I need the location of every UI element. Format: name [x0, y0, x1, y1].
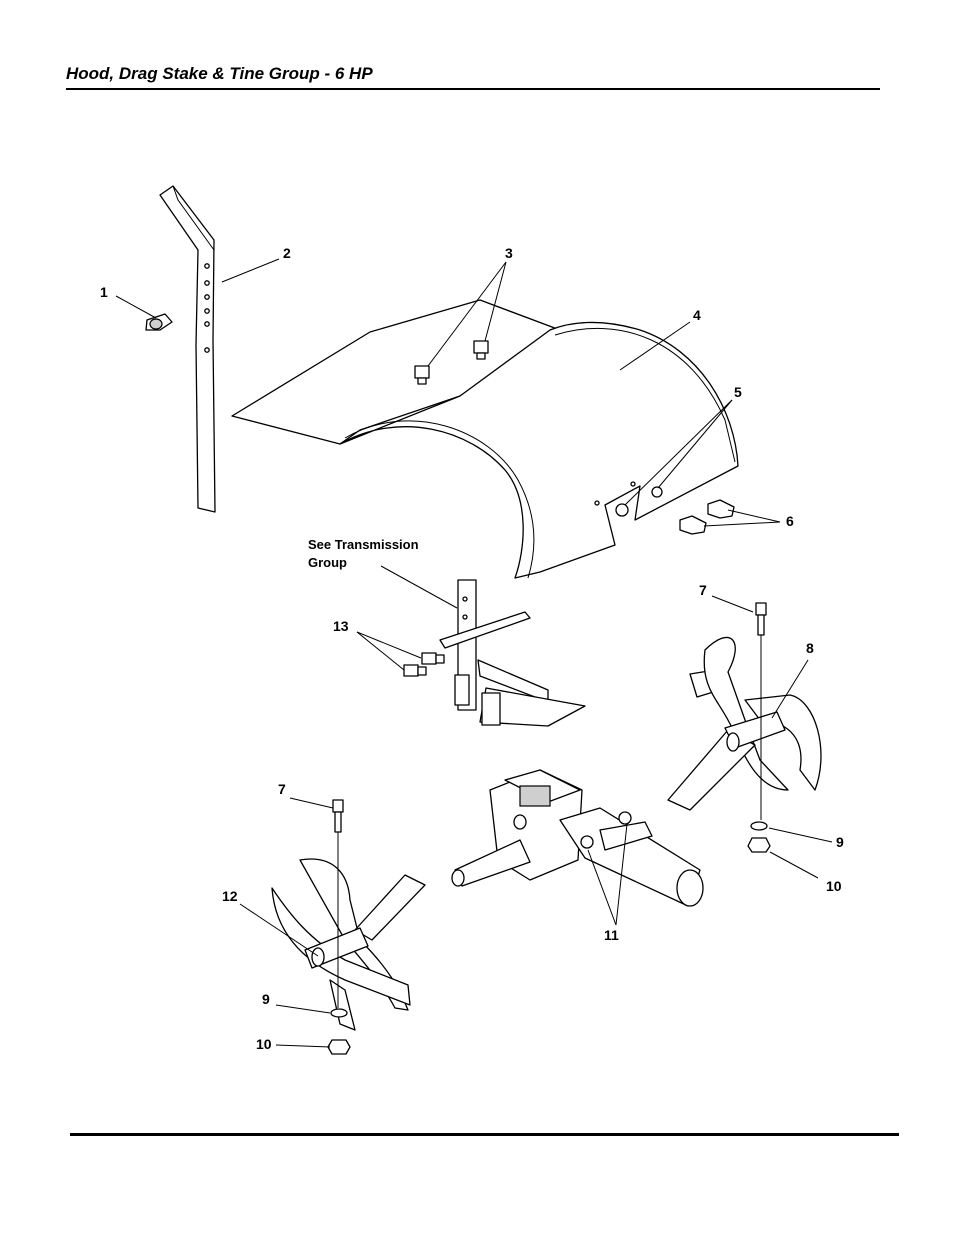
right-tine-hardware	[747, 602, 771, 853]
bracket-bolts	[403, 652, 445, 677]
callout-7-right: 7	[699, 582, 707, 598]
callout-labels: 1 2 3 4 5 6 See Transmission Group 7 8 1…	[100, 245, 844, 1052]
left-tine-hardware	[327, 799, 351, 1055]
callout-4: 4	[693, 307, 701, 323]
hood-side-bolts	[679, 499, 735, 535]
note-see-transmission: See Transmission	[308, 537, 419, 552]
gearbox-and-axle	[451, 769, 704, 907]
header-rule	[66, 88, 880, 90]
callout-7-left: 7	[278, 781, 286, 797]
callout-12: 12	[222, 888, 238, 904]
callout-2: 2	[283, 245, 291, 261]
right-tine-assembly	[667, 637, 822, 811]
footer-rule	[70, 1133, 899, 1136]
tiller-hood	[231, 299, 739, 579]
transmission-bracket	[439, 579, 586, 727]
callout-5: 5	[734, 384, 742, 400]
note-group: Group	[308, 555, 347, 570]
drag-stake	[159, 185, 216, 513]
callout-9-right: 9	[836, 834, 844, 850]
wing-nut	[145, 313, 173, 331]
leader-lines	[115, 258, 833, 1048]
callout-9-left: 9	[262, 991, 270, 1007]
callout-10-right: 10	[826, 878, 842, 894]
callout-13: 13	[333, 618, 349, 634]
page-title: Hood, Drag Stake & Tine Group - 6 HP	[66, 64, 373, 83]
callout-11: 11	[604, 927, 619, 943]
callout-10-left: 10	[256, 1036, 272, 1052]
callout-6: 6	[786, 513, 794, 529]
callout-1: 1	[100, 284, 108, 300]
callout-8: 8	[806, 640, 814, 656]
callout-3: 3	[505, 245, 513, 261]
left-tine-assembly	[271, 858, 426, 1031]
hood-bolts	[414, 340, 489, 385]
